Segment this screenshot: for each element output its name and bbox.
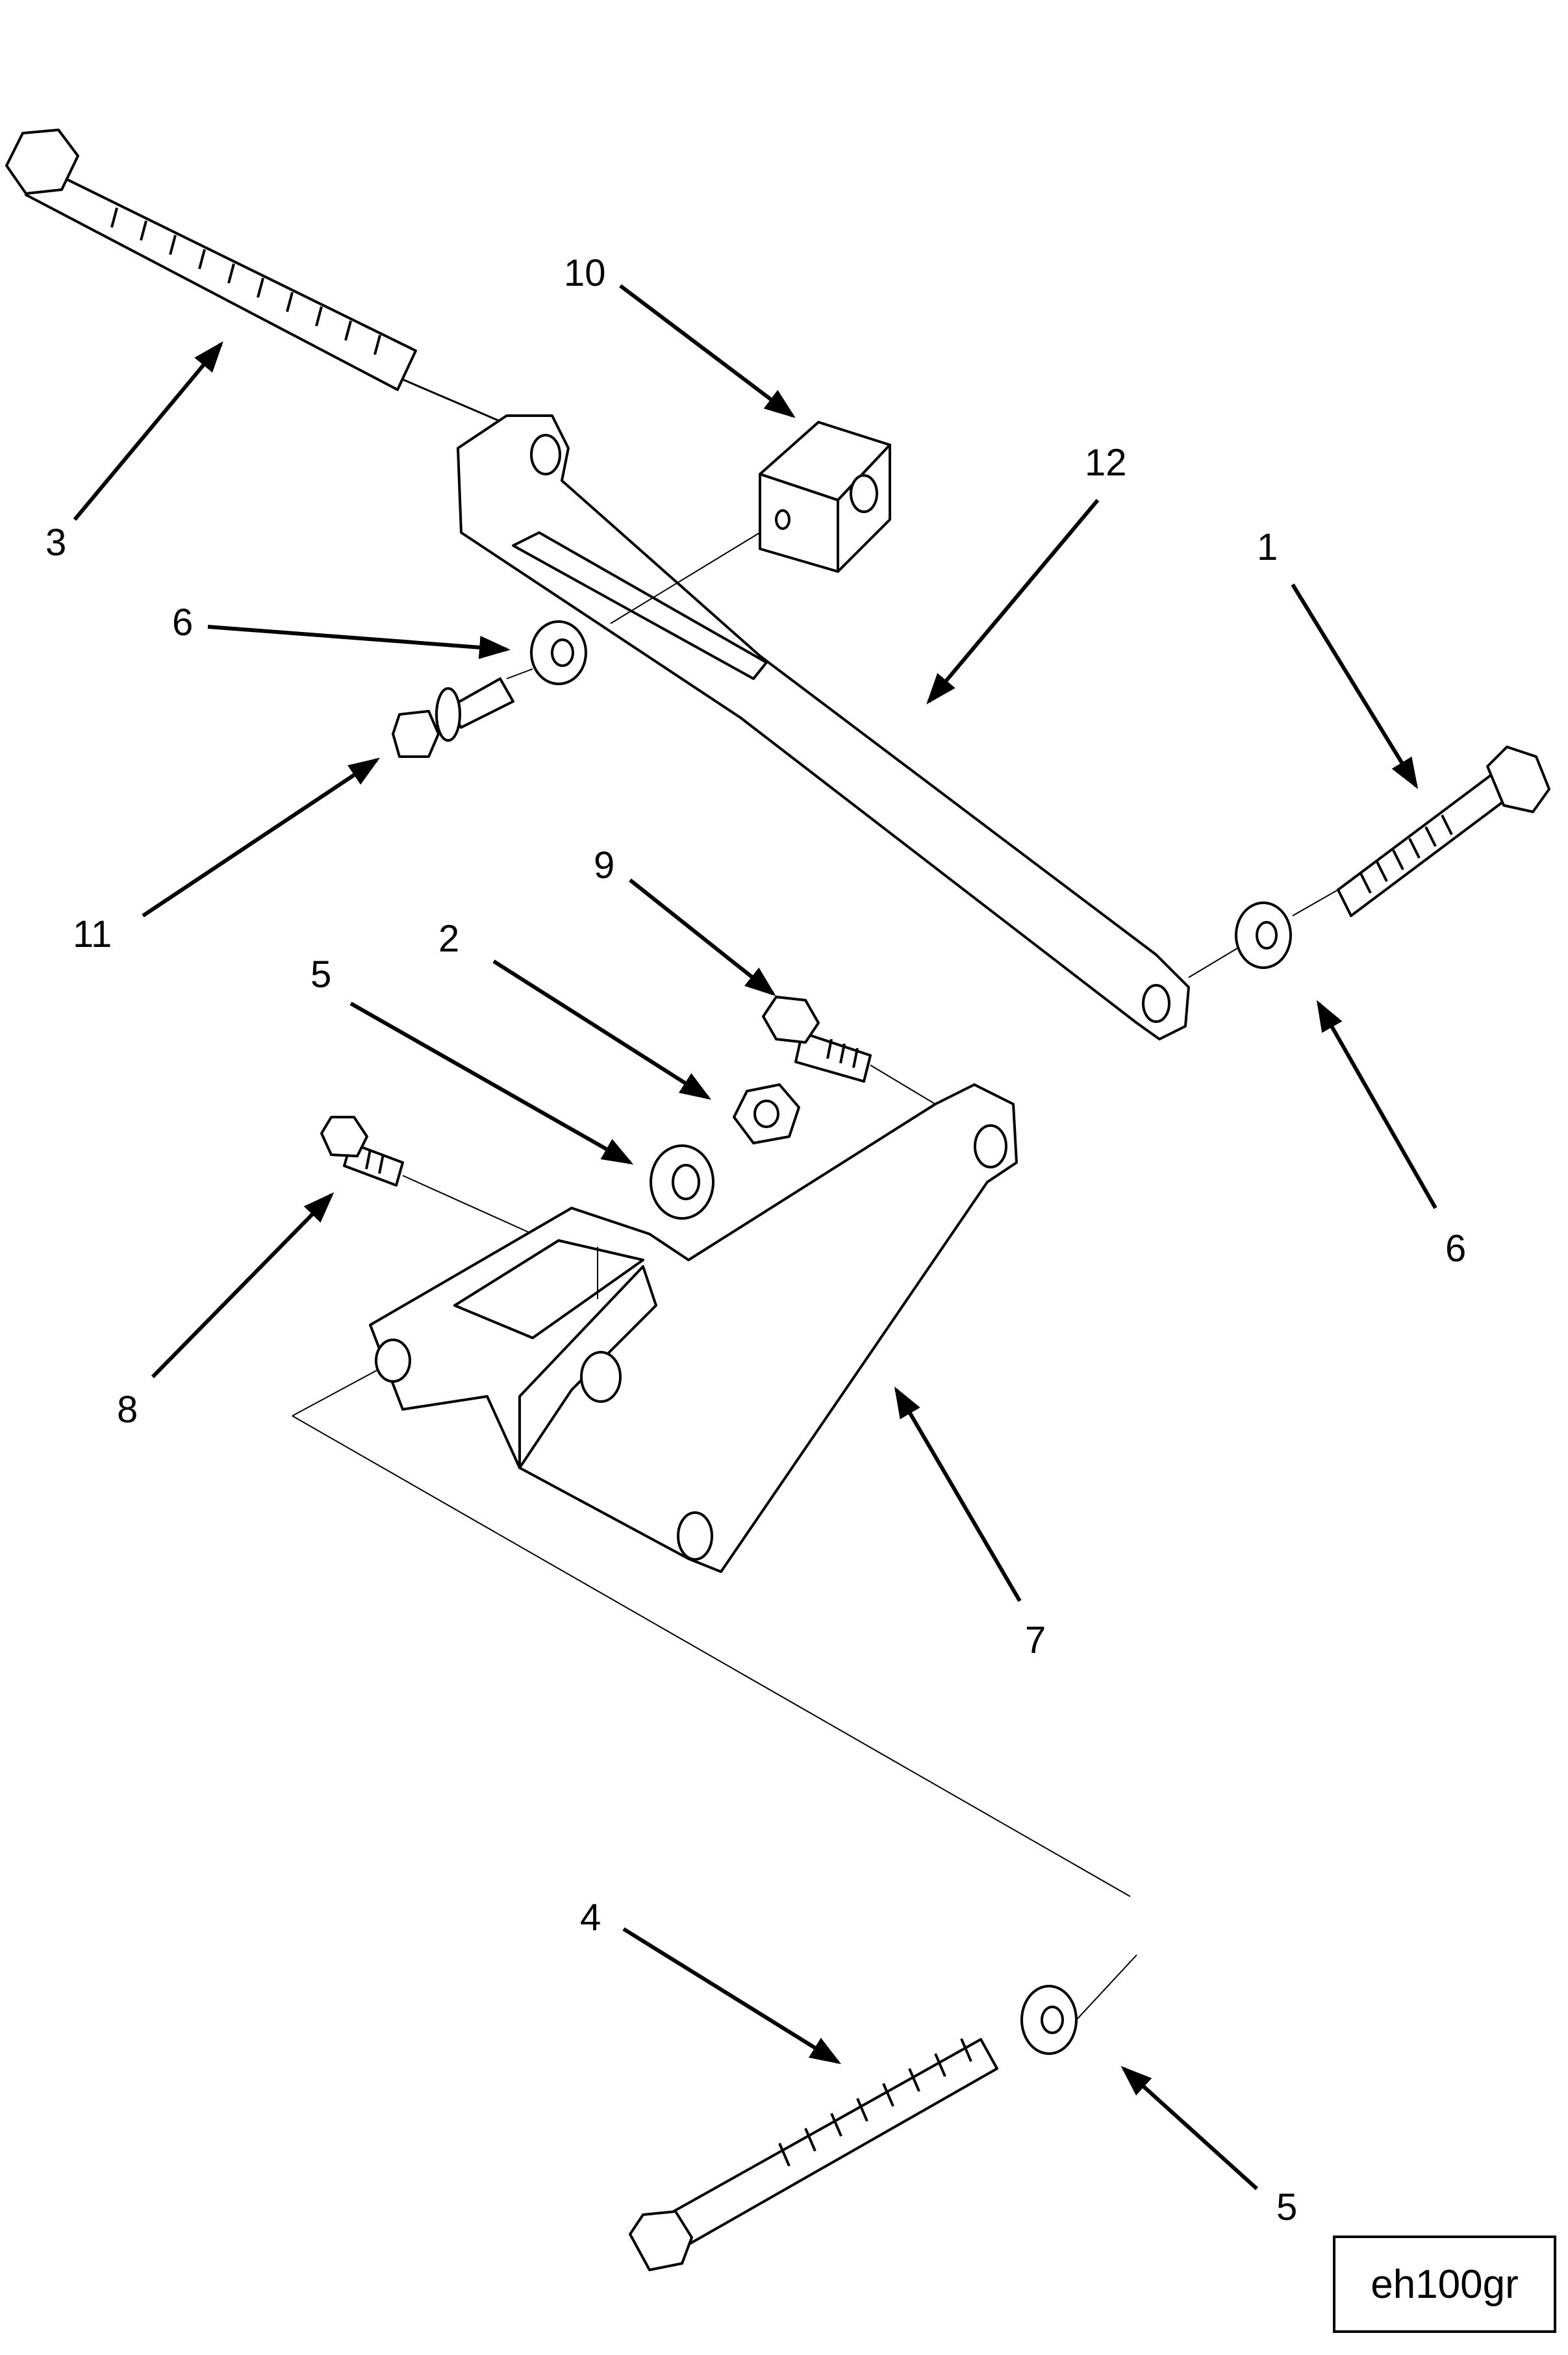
part-1-bolt: [1188, 746, 1550, 978]
callout-12: 12: [1085, 442, 1127, 484]
part-2-nut: [733, 1083, 800, 1144]
callout-6-upper: 6: [172, 601, 193, 644]
callout-11: 11: [73, 913, 112, 955]
arrow-1: [1291, 583, 1419, 790]
leader-arrows: [73, 284, 1437, 2191]
arrow-5-upper: [349, 1001, 634, 1165]
callout-1: 1: [1257, 526, 1278, 568]
part-3-long-bolt: [5, 129, 533, 436]
part-10-spacer-block: [610, 421, 891, 624]
callout-7: 7: [1025, 1619, 1046, 1661]
callout-5-lower: 5: [1276, 2186, 1297, 2228]
callout-5-upper: 5: [310, 953, 331, 996]
arrow-4: [622, 1927, 842, 2065]
callout-6-right: 6: [1445, 1228, 1466, 1270]
part-7-mounting-bracket: [369, 1083, 1018, 1573]
part-4-pivot-bolt: [292, 1370, 1137, 2271]
part-5-washer-upper: [650, 1144, 714, 1220]
arrow-11: [142, 757, 380, 918]
part-6-washer-upper: [530, 620, 587, 685]
callout-8: 8: [117, 1389, 138, 1431]
arrow-12: [926, 499, 1100, 705]
drawing-id-label: eh100gr: [1333, 2235, 1556, 2333]
callout-9: 9: [594, 844, 614, 887]
callout-3: 3: [45, 522, 66, 564]
arrow-5-lower: [1120, 2065, 1259, 2191]
callout-2: 2: [438, 918, 459, 960]
part-9-bolt: [762, 996, 936, 1105]
part-6-washer-right: [1235, 901, 1292, 969]
arrow-7: [894, 1386, 1022, 1602]
arrow-3: [73, 341, 223, 521]
part-5-washer-lower: [1020, 1985, 1078, 2055]
part-8-bolt: [320, 1116, 533, 1235]
arrow-10: [619, 284, 796, 418]
part-11-screw: [392, 668, 533, 758]
arrow-9: [629, 878, 776, 996]
arrow-6-upper: [207, 625, 511, 659]
arrow-6-right: [1317, 1000, 1437, 1209]
callout-4: 4: [580, 1896, 601, 1939]
callout-10: 10: [564, 252, 606, 294]
arrow-2: [492, 959, 712, 1100]
arrow-8: [151, 1192, 335, 1379]
